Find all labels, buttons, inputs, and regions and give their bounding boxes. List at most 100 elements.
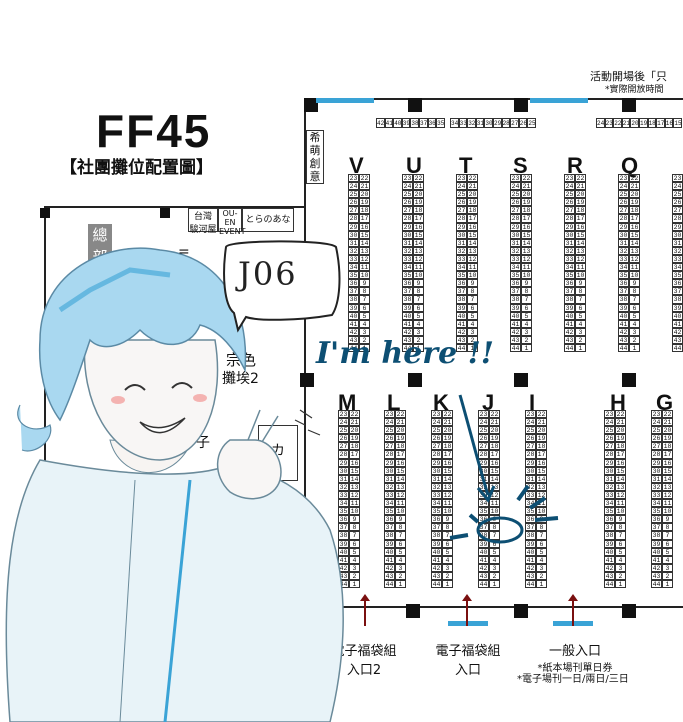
booth-cell: 44 <box>348 343 359 353</box>
map-subtitle: 【社團攤位配置圖】 <box>60 158 213 178</box>
booth-cell: 43 <box>604 571 615 580</box>
booth-cell: 35 <box>618 271 629 280</box>
booth-cell: 20 <box>413 190 424 199</box>
top-booth-cell: 32 <box>467 118 476 128</box>
booth-cell: 32 <box>402 246 413 255</box>
booth-cell: 1 <box>662 579 673 589</box>
booth-cell: 12 <box>662 490 673 500</box>
booth-cell: 34 <box>478 499 489 508</box>
booth-cell: 23 <box>384 410 395 419</box>
booth-cell: 18 <box>395 442 406 451</box>
booth-cell: 9 <box>442 515 453 524</box>
booth-cell: 13 <box>629 246 640 255</box>
booth-cell: 18 <box>629 206 640 215</box>
booth-cell: 28 <box>456 214 467 223</box>
pillar <box>408 373 422 387</box>
booth-cell: 35 <box>478 507 489 516</box>
booth-cell: 2 <box>467 335 478 344</box>
booth-cell: 20 <box>662 426 673 435</box>
booth-cell: 15 <box>413 230 424 239</box>
booth-cell: 20 <box>467 190 478 199</box>
booth-cell: 10 <box>629 271 640 280</box>
booth-cell: 23 <box>651 410 662 419</box>
booth-cell: 30 <box>672 230 683 239</box>
top-booth-cell: 24 <box>596 118 605 128</box>
booth-cell: 1 <box>536 579 547 589</box>
top-booth-cell: 29 <box>492 118 502 128</box>
booth-cell: 6 <box>489 539 500 548</box>
booth-cell: 33 <box>604 490 615 500</box>
top-booth-cell: 17 <box>656 118 665 128</box>
booth-cell: 34 <box>651 499 662 508</box>
booth-cell: 16 <box>629 222 640 231</box>
map-title: FF45 <box>96 105 212 157</box>
booth-cell: 41 <box>431 555 442 564</box>
booth-cell: 32 <box>618 246 629 255</box>
booth-cell: 30 <box>564 230 575 239</box>
booth-cell: 6 <box>662 539 673 548</box>
booth-cell: 34 <box>564 263 575 272</box>
booth-cell: 22 <box>467 174 478 183</box>
booth-cell: 10 <box>615 507 626 516</box>
booth-cell: 12 <box>575 254 586 264</box>
booth-cell: 32 <box>672 246 683 255</box>
booth-cell: 33 <box>672 254 683 264</box>
booth-cell: 6 <box>467 303 478 312</box>
booth-cell: 36 <box>618 279 629 288</box>
entrance-label: 電子福袋組 <box>435 644 501 659</box>
booth-cell: 9 <box>575 279 586 288</box>
booth-cell: 16 <box>615 458 626 467</box>
booth-cell: 30 <box>348 230 359 239</box>
booth-cell: 20 <box>489 426 500 435</box>
booth-cell: 2 <box>575 335 586 344</box>
pillar <box>160 208 170 218</box>
booth-cell: 25 <box>651 426 662 435</box>
booth-cell: 16 <box>467 222 478 231</box>
booth-cell: 26 <box>525 434 536 443</box>
booth-cell: 40 <box>525 547 536 556</box>
booth-cell: 14 <box>629 238 640 247</box>
booth-cell: 17 <box>359 214 370 223</box>
booth-cell: 43 <box>402 335 413 344</box>
booth-code-handwritten: J06 <box>238 255 298 293</box>
booth-cell: 30 <box>384 466 395 475</box>
booth-cell: 36 <box>338 515 349 524</box>
booth-cell: 15 <box>536 466 547 475</box>
booth-cell: 13 <box>536 482 547 491</box>
booth-cell: 19 <box>395 434 406 443</box>
booth-cell: 30 <box>338 466 349 475</box>
booth-cell: 40 <box>604 547 615 556</box>
booth-cell: 11 <box>521 263 532 272</box>
row-letter-j: J <box>482 390 495 415</box>
booth-cell: 13 <box>615 482 626 491</box>
booth-cell: 24 <box>618 182 629 191</box>
booth-cell: 8 <box>489 523 500 532</box>
booth-cell: 28 <box>478 450 489 459</box>
booth-cell: 39 <box>525 539 536 548</box>
booth-cell: 38 <box>651 531 662 540</box>
booth-cell: 40 <box>564 311 575 320</box>
booth-cell: 29 <box>402 222 413 231</box>
booth-cell: 34 <box>672 263 683 272</box>
top-booth-cell: 41 <box>384 118 394 128</box>
booth-cell: 15 <box>629 230 640 239</box>
booth-cell: 6 <box>395 539 406 548</box>
booth-cell: 26 <box>431 434 442 443</box>
booth-cell: 7 <box>467 295 478 304</box>
booth-cell: 29 <box>456 222 467 231</box>
booth-cell: 14 <box>413 238 424 247</box>
booth-cell: 43 <box>384 571 395 580</box>
booth-cell: 28 <box>431 450 442 459</box>
booth-fragment: 子 <box>196 435 210 451</box>
booth-cell: 43 <box>478 571 489 580</box>
top-booth-cell: 33 <box>458 118 468 128</box>
booth-cell: 7 <box>615 531 626 540</box>
booth-cell: 32 <box>348 246 359 255</box>
booth-cell: 38 <box>348 295 359 304</box>
booth-cell: 41 <box>456 319 467 328</box>
booth-cell: 9 <box>349 515 360 524</box>
booth-cell: 23 <box>618 174 629 183</box>
